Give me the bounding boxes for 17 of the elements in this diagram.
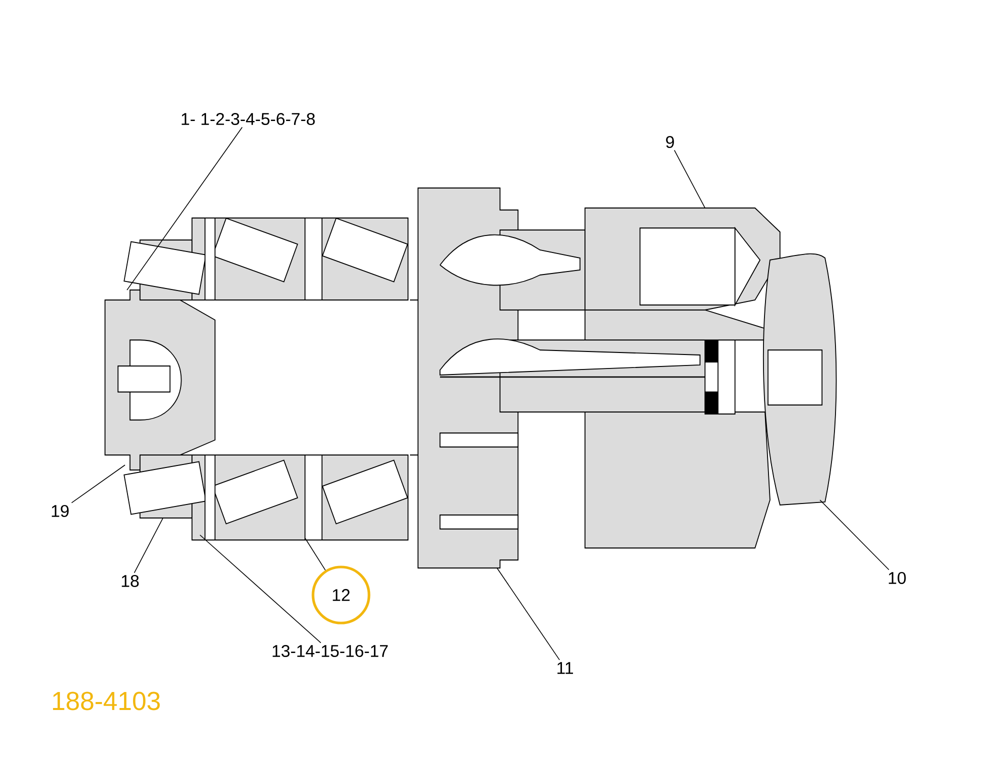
callout-number: 10 — [888, 572, 906, 584]
callout-number: 1- 1-2-3-4-5-6-7-8 — [182, 112, 315, 126]
leader-line — [674, 150, 706, 208]
callout-number: 13-14-15-16-17 — [272, 644, 388, 658]
circled-callout-number: 12 — [312, 566, 370, 624]
leader-line — [200, 534, 322, 644]
part-number: 188-4103 — [53, 692, 160, 710]
leader-line — [820, 500, 890, 570]
callout-number: 18 — [122, 574, 139, 588]
callout-number: 19 — [52, 504, 69, 518]
leader-line — [126, 126, 243, 290]
leader-line — [134, 518, 164, 574]
callout-number: 11 — [557, 662, 573, 674]
callout-number: 9 — [666, 136, 674, 148]
leader-line — [71, 464, 126, 504]
leader-line — [304, 538, 326, 571]
leader-line — [496, 568, 560, 660]
